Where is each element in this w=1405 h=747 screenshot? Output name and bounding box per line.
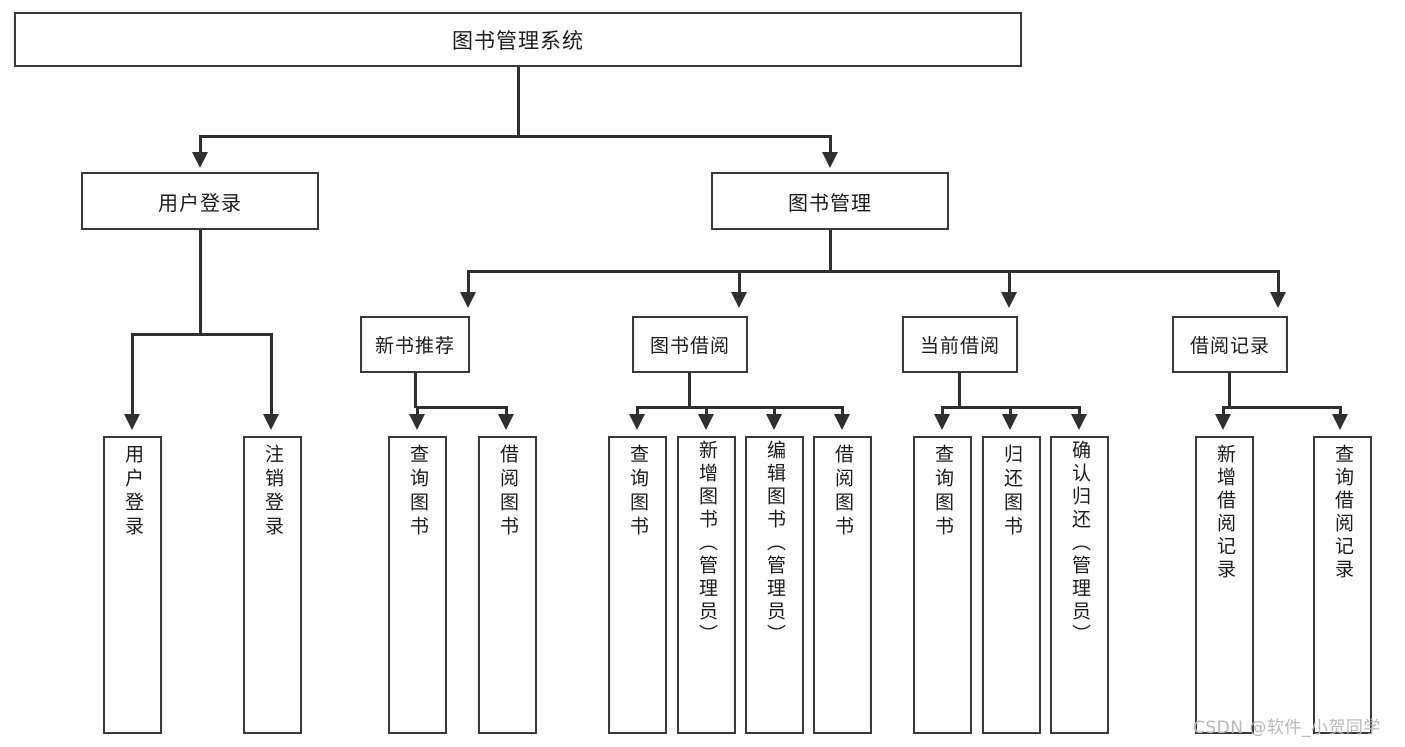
connector-user-login-bus — [131, 333, 272, 336]
connector-current-stem — [958, 373, 961, 408]
connector-borrow-stem — [688, 373, 691, 408]
connector-records-bus — [1222, 406, 1342, 409]
connector-book-mgmt-bus — [467, 270, 1280, 273]
leaf-query-books-borrow[interactable]: 查询图书 — [608, 436, 667, 734]
leaf-label: 确认归还（管理员） — [1069, 440, 1091, 647]
node-label: 借阅记录 — [1189, 335, 1270, 357]
leaf-add-borrow-record[interactable]: 新增借阅记录 — [1195, 436, 1254, 734]
arrow-leaf-edit-book-admin — [766, 414, 782, 430]
leaf-logout[interactable]: 注销登录 — [243, 436, 302, 734]
connector-borrow-c4 — [841, 406, 844, 418]
node-label: 图书管理系统 — [452, 28, 584, 53]
node-current-borrow[interactable]: 当前借阅 — [902, 316, 1018, 373]
arrow-leaf-query-borrow-record — [1332, 414, 1348, 430]
leaf-label: 借阅图书 — [497, 444, 519, 540]
arrow-leaf-add-borrow-record — [1215, 414, 1231, 430]
arrow-leaf-confirm-return-admin — [1071, 414, 1087, 430]
node-label: 图书管理 — [788, 190, 872, 215]
leaf-label: 查询图书 — [932, 444, 954, 540]
arrow-leaf-user-login — [124, 414, 140, 430]
connector-recommend-bus — [416, 406, 508, 409]
leaf-query-borrow-record[interactable]: 查询借阅记录 — [1313, 436, 1372, 734]
connector-records-c2 — [1339, 406, 1342, 418]
leaf-label: 查询借阅记录 — [1332, 444, 1354, 582]
node-new-book-recommend[interactable]: 新书推荐 — [360, 316, 470, 373]
arrow-leaf-return-books — [1002, 414, 1018, 430]
connector-book-mgmt-stem — [829, 230, 832, 272]
node-root-system[interactable]: 图书管理系统 — [14, 12, 1022, 67]
arrow-leaf-query-books-recommend — [409, 414, 425, 430]
leaf-label: 借阅图书 — [832, 444, 854, 540]
connector-borrow-bus — [636, 406, 844, 409]
arrow-to-user-login — [192, 152, 208, 168]
connector-recommend-c2 — [505, 406, 508, 418]
leaf-label: 编辑图书（管理员） — [764, 440, 786, 647]
node-book-borrow[interactable]: 图书借阅 — [632, 316, 748, 373]
arrow-leaf-borrow-books-recommend — [498, 414, 514, 430]
connector-borrow-c1 — [636, 406, 639, 418]
arrow-leaf-query-books-current — [934, 414, 950, 430]
arrow-borrow-records — [1270, 292, 1286, 308]
arrow-leaf-logout — [263, 414, 279, 430]
node-label: 用户登录 — [158, 190, 242, 215]
connector-root-stem — [517, 67, 520, 137]
arrow-to-book-management — [822, 152, 838, 168]
node-label: 图书借阅 — [649, 335, 730, 357]
leaf-borrow-books-recommend[interactable]: 借阅图书 — [478, 436, 537, 734]
connector-root-bus — [199, 135, 831, 138]
arrow-new-book-recommend — [460, 292, 476, 308]
leaf-label: 用户登录 — [122, 444, 144, 540]
node-book-management[interactable]: 图书管理 — [711, 172, 949, 230]
leaf-label: 新增图书（管理员） — [696, 440, 718, 647]
connector-book-mgmt-c2 — [738, 270, 741, 296]
leaf-confirm-return-admin[interactable]: 确认归还（管理员） — [1050, 436, 1109, 734]
node-label: 当前借阅 — [919, 335, 1000, 357]
leaf-label: 查询图书 — [407, 444, 429, 540]
connector-book-mgmt-c3 — [1008, 270, 1011, 296]
connector-borrow-c3 — [773, 406, 776, 418]
connector-current-c3 — [1078, 406, 1081, 418]
connector-borrow-c2 — [705, 406, 708, 418]
connector-current-c1 — [941, 406, 944, 418]
connector-user-login-child1 — [131, 333, 134, 418]
connector-records-stem — [1228, 373, 1231, 408]
leaf-label: 归还图书 — [1001, 444, 1023, 540]
connector-user-login-stem — [199, 230, 202, 335]
connector-records-c1 — [1222, 406, 1225, 418]
connector-book-mgmt-c1 — [467, 270, 470, 296]
leaf-label: 查询图书 — [627, 444, 649, 540]
arrow-leaf-borrow-books — [834, 414, 850, 430]
leaf-query-books-current[interactable]: 查询图书 — [913, 436, 972, 734]
leaf-user-login[interactable]: 用户登录 — [103, 436, 162, 734]
arrow-book-borrow — [731, 292, 747, 308]
leaf-return-books[interactable]: 归还图书 — [982, 436, 1041, 734]
leaf-borrow-books[interactable]: 借阅图书 — [813, 436, 872, 734]
connector-recommend-c1 — [416, 406, 419, 418]
csdn-watermark: CSDN @软件_小贺同学 — [1193, 718, 1381, 738]
arrow-current-borrow — [1001, 292, 1017, 308]
leaf-edit-book-admin[interactable]: 编辑图书（管理员） — [745, 436, 804, 734]
node-label: 新书推荐 — [374, 335, 455, 357]
leaf-query-books-recommend[interactable]: 查询图书 — [388, 436, 447, 734]
connector-recommend-stem — [414, 373, 417, 408]
connector-book-mgmt-c4 — [1277, 270, 1280, 296]
connector-user-login-child2 — [270, 333, 273, 418]
connector-to-user-login — [199, 135, 202, 157]
node-borrow-records[interactable]: 借阅记录 — [1172, 316, 1288, 373]
leaf-label: 新增借阅记录 — [1214, 444, 1236, 582]
leaf-label: 注销登录 — [262, 444, 284, 540]
connector-current-c2 — [1009, 406, 1012, 418]
leaf-add-book-admin[interactable]: 新增图书（管理员） — [677, 436, 736, 734]
node-user-login[interactable]: 用户登录 — [81, 172, 319, 230]
arrow-leaf-add-book-admin — [698, 414, 714, 430]
arrow-leaf-query-books-borrow — [629, 414, 645, 430]
connector-to-book-management — [829, 135, 832, 157]
